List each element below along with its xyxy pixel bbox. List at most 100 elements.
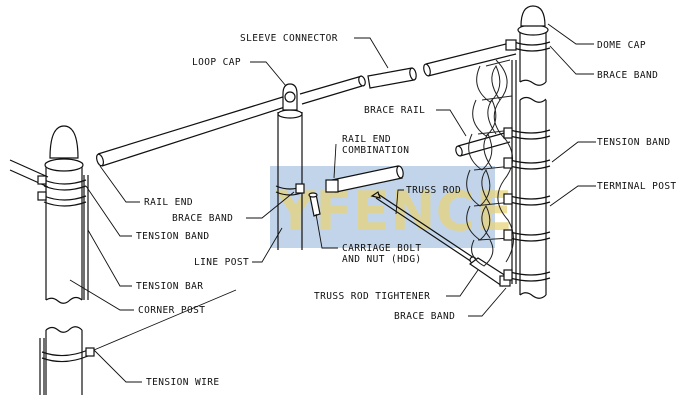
label-corner-post: CORNER POST (138, 305, 205, 316)
truss-rod-end (370, 191, 381, 199)
corner-post-assembly (9, 125, 95, 395)
label-line-post: LINE POST (194, 257, 249, 268)
brace-rail-assembly (455, 131, 511, 157)
corner-brace-band (43, 195, 87, 207)
mesh-row-5 (466, 205, 491, 241)
line-post (277, 112, 303, 250)
corner-band-bolt (37, 175, 47, 185)
label-loop-cap: LOOP CAP (192, 57, 241, 68)
top-rail-right (299, 75, 363, 105)
leader-brace-band-bottom (468, 287, 507, 317)
leader-dome-cap (547, 23, 594, 45)
mesh-row-1 (476, 65, 501, 103)
leader-brace-rail (436, 109, 467, 137)
loop-cap-hole (284, 91, 296, 103)
label-brace-band-mid: BRACE BAND (172, 213, 233, 224)
tension-wire (93, 289, 237, 351)
terminal-band-bolt-top (505, 39, 517, 51)
brace-rail (457, 131, 511, 157)
top-rail-far-end (423, 63, 431, 77)
lower-band (41, 349, 89, 363)
corner-band-bolt-2 (37, 191, 47, 201)
label-brace-band-top: BRACE BAND (597, 70, 658, 81)
sleeve-connector-end (409, 67, 417, 81)
terminal-tension-band-3 (509, 231, 551, 242)
terminal-tension-bar (511, 60, 517, 284)
label-rail-end: RAIL END (144, 197, 193, 208)
brace-rail-end (455, 145, 463, 157)
top-rail-right-end (358, 75, 366, 87)
mesh-row-3 (468, 133, 493, 171)
corner-tension-band (43, 179, 87, 191)
leader-brace-band-mid (246, 191, 295, 219)
rail-end-combination-end (396, 165, 404, 179)
rail-end-fitting (325, 179, 339, 193)
top-rail-far (425, 41, 517, 77)
top-rail-end (95, 153, 105, 167)
leader-tension-band-right (551, 141, 596, 163)
corner-post-lower (45, 330, 83, 395)
leader-truss-rod (395, 189, 404, 215)
label-dome-cap: DOME CAP (597, 40, 646, 51)
leader-truss-rod-tightener (446, 269, 479, 297)
label-rail-end-combination-1: RAIL END (342, 134, 391, 145)
label-sleeve-connector: SLEEVE CONNECTOR (240, 33, 338, 44)
label-tension-band-right: TENSION BAND (597, 137, 670, 148)
label-rail-end-combination-2: COMBINATION (342, 145, 409, 156)
terminal-brace-band-bottom (509, 271, 551, 282)
carriage-bolt (308, 192, 321, 217)
mesh-row-4 (466, 169, 491, 207)
terminal-tension-band-1 (509, 159, 551, 170)
mesh-row-6 (471, 239, 494, 267)
terminal-post-break-top (519, 79, 547, 86)
terminal-band-bolt-5 (503, 269, 513, 281)
label-tension-band-left: TENSION BAND (136, 231, 209, 242)
watermark-text: YFENCE (275, 180, 513, 243)
leader-line-post (252, 227, 283, 263)
terminal-post-assembly (503, 5, 551, 299)
label-brace-band-bottom: BRACE BAND (394, 311, 455, 322)
terminal-band-bolt-2 (503, 157, 513, 169)
truss-rod-shaft (375, 193, 475, 263)
label-truss-rod: TRUSS ROD (406, 185, 461, 196)
terminal-post-break-mid (519, 96, 547, 103)
leader-rail-end-combination (333, 143, 337, 179)
leader-tension-wire (93, 349, 142, 383)
leader-terminal-post (549, 185, 596, 207)
rail-end-combination (325, 165, 404, 193)
label-tension-bar: TENSION BAR (136, 281, 203, 292)
mesh-cross (473, 59, 513, 241)
corner-post-break (45, 296, 83, 304)
terminal-band-bolt-3 (503, 193, 513, 205)
line-post-band-bolt (295, 183, 305, 194)
line-post-assembly (275, 83, 305, 250)
sleeve-connector (367, 67, 415, 89)
terminal-band-bolt-4 (503, 229, 513, 241)
terminal-tension-band-2 (509, 195, 551, 206)
label-terminal-post: TERMINAL POST (597, 181, 677, 192)
dome-cap (520, 5, 546, 27)
line-post-top (277, 109, 303, 119)
label-carriage-bolt-1: CARRIAGE BOLT (342, 243, 422, 254)
carriage-bolt-head (308, 192, 318, 198)
leader-lines (69, 23, 596, 383)
tension-bar (83, 175, 89, 300)
label-tension-wire: TENSION WIRE (146, 377, 219, 388)
terminal-post-break-bottom (519, 292, 547, 299)
terminal-brace-band (509, 129, 551, 140)
mesh-row-2 (472, 99, 497, 137)
terminal-band-bolt-1 (503, 127, 513, 139)
leader-sleeve-connector (354, 37, 389, 69)
leader-rail-end (99, 165, 140, 203)
terminal-brace-band-top (513, 41, 551, 52)
corner-post (45, 165, 83, 300)
corner-dome-cap (49, 125, 79, 159)
top-rail-assembly (95, 41, 517, 167)
leader-loop-cap (250, 61, 287, 87)
labels: SLEEVE CONNECTOR LOOP CAP DOME CAP BRACE… (136, 33, 677, 388)
leader-tension-bar (87, 229, 132, 287)
lower-band-bolt (85, 347, 95, 357)
leader-carriage-bolt (315, 213, 338, 249)
